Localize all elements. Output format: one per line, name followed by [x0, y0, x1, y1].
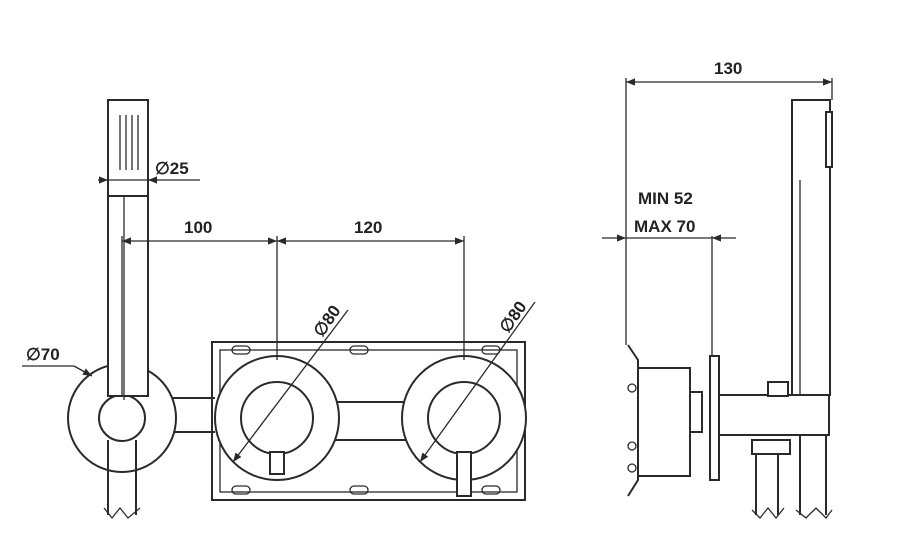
dimension-install-depth: MIN 52 MAX 70	[602, 189, 736, 356]
dim-label-handshower: ∅25	[155, 159, 189, 178]
front-view: ∅25 100 120 ∅70 ∅80 ∅80	[22, 99, 536, 520]
dim-label-120: 120	[354, 218, 382, 237]
dim-label-100: 100	[184, 218, 212, 237]
wall-flange	[709, 355, 720, 481]
dimension-handshower-dia: ∅25	[98, 159, 200, 196]
hand-shower	[107, 99, 149, 400]
dim-label-rosette: ∅70	[26, 345, 60, 364]
dimension-rosette-dia: ∅70	[22, 345, 93, 377]
dim-label-min: MIN 52	[638, 189, 693, 208]
dim-label-max: MAX 70	[634, 217, 695, 236]
side-view: 130 MIN 52 MAX 70	[602, 59, 833, 520]
hand-shower-side	[791, 99, 833, 396]
hose-side	[751, 435, 833, 520]
mixer-handle-right	[401, 355, 527, 497]
dimension-spacing: 100 120	[121, 218, 465, 396]
dim-label-handle-right: ∅80	[496, 298, 531, 337]
mixer-handle-left	[214, 355, 340, 481]
handle-projection	[718, 394, 830, 436]
dim-label-130: 130	[714, 59, 742, 78]
dimension-overall-depth: 130	[625, 59, 833, 345]
shower-holder	[767, 381, 789, 397]
concealed-body	[627, 344, 703, 497]
